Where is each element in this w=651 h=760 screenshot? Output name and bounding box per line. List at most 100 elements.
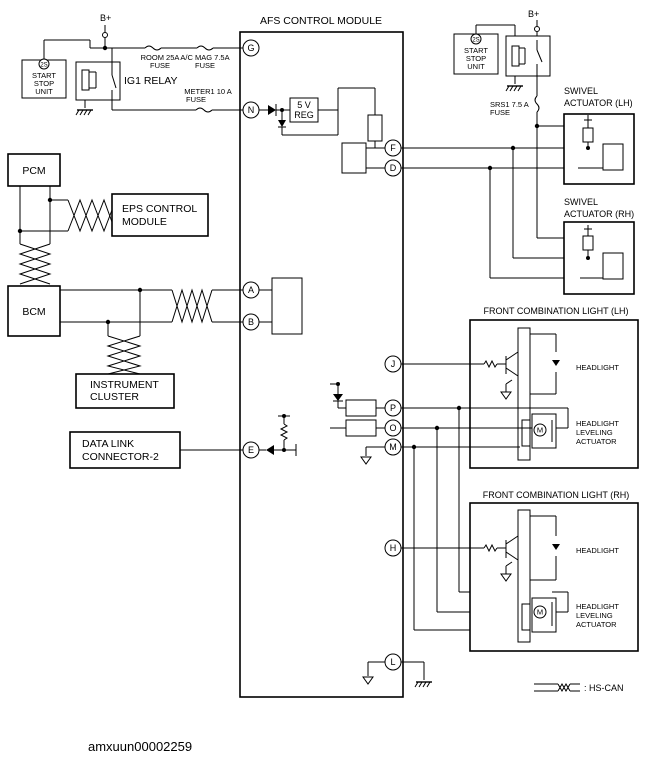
acmag-fuse-label-2: FUSE [195,61,215,70]
pin-h-label: H [390,543,397,553]
diode-icon [268,105,276,115]
ground-icon [75,109,94,116]
connector-2s-left-label: 2S [40,63,47,69]
fcl-lh-title: FRONT COMBINATION LIGHT (LH) [483,306,628,316]
relay-right-coil-icon [511,45,520,67]
relay-right-switch-icon [536,49,543,63]
pin-o-label: O [389,423,396,433]
pin-a: A [242,281,260,299]
legend-hs-can: : HS-CAN [534,682,624,693]
fcl-rh-headlight-icon [552,544,560,550]
pin-a-label: A [248,285,254,295]
bplus-left-label: B+ [100,13,111,23]
meter-fuse-label-2: FUSE [186,95,206,104]
fcl-rh-title: FRONT COMBINATION LIGHT (RH) [483,490,630,500]
legend-label: : HS-CAN [584,683,624,693]
srs-fuse-label-1: SRS1 7.5 A [490,100,529,109]
bcm-label: BCM [22,306,45,318]
meter-fuse-icon [195,107,213,113]
fcl-rh-motor-label: M [537,608,543,617]
start-stop-unit-left [21,59,67,99]
pin-p: P [384,399,402,417]
start-stop-left-line3: UNIT [35,87,53,96]
instrument-cluster: INSTRUMENT CLUSTER [75,373,175,409]
swivel-actuator-lh: SWIVEL ACTUATOR (LH) [563,86,635,185]
zener-icon [278,120,286,127]
pin-e-label: E [248,445,254,455]
fcl-rh-lev-2: LEVELING [576,611,613,620]
pin-e-diode-icon [266,445,274,455]
connector-2s-right-label: 2S [472,38,479,44]
swivel-rh-label-2: ACTUATOR (RH) [564,209,634,219]
figure-caption: amxuun00002259 [88,739,192,754]
bplus-right-label: B+ [528,9,539,19]
twist-cluster-b [106,335,142,375]
pin-l: L [384,653,402,671]
internal-diode-icon [333,394,343,401]
reg-5v-box [289,97,319,123]
twist-pcm-bcm-a [18,243,52,285]
pin-m-label: M [389,442,397,452]
acmag-fuse-label-1: A/C MAG 7.5A [180,53,229,62]
fcl-rh-lev-3: ACTUATOR [576,620,617,629]
fcl-lh-motor-icon [533,423,547,437]
can-bus [17,186,243,375]
fcl-rh-motor-icon [533,605,547,619]
twist-eps-b [67,198,113,233]
can-transceiver [259,277,303,335]
fcl-lh-headlight-icon [552,360,560,366]
pullup-resistor-icon [279,423,289,441]
pin-l-grounds [362,661,433,688]
relay-switch-icon [111,74,117,89]
reg-label-2: REG [294,110,314,120]
swivel-lh-label-1: SWIVEL [564,86,598,96]
eps-control-module: EPS CONTROL MODULE [111,193,209,237]
pin-o: O [384,419,402,437]
srs-fuse-icon [534,95,540,113]
leveling-internal [330,382,385,465]
pin-n: N [242,101,260,119]
ground-right-icon [505,85,524,92]
room-fuse-label-2: FUSE [150,61,170,70]
fcl-rh-headlight-label: HEADLIGHT [576,546,619,555]
start-stop-left-line1: START [32,71,56,80]
start-stop-right-line2: STOP [466,54,486,63]
front-combination-light-lh: FRONT COMBINATION LIGHT (LH) HEADLIGHT M… [401,306,639,469]
twist-ab-b [171,288,213,324]
pin-e: E [180,414,297,459]
ig1-relay-label: IG1 RELAY [124,75,178,87]
pin-n-label: N [248,105,255,115]
fcl-lh-lev-3: ACTUATOR [576,437,617,446]
meter-fuse-label-1: METER1 10 A [184,87,232,96]
swivel-rh-resistor-icon [582,235,594,251]
swivel-lh-resistor-icon [582,127,594,143]
connector-2s-left-icon [38,58,50,70]
eps-label-2: MODULE [122,216,167,228]
srs-fuse-label-2: FUSE [490,108,510,117]
power-supply-right: B+ 2S START STOP UNIT SRS1 7.5 A FUSE [453,9,588,239]
pin-d: D [384,159,402,177]
pin-p-label: P [390,403,396,413]
start-stop-left-line2: STOP [34,79,54,88]
pin-b-label: B [248,317,254,327]
pcm-label: PCM [22,165,45,177]
fcl-lh-lev-1: HEADLIGHT [576,419,619,428]
fcl-lh-motor-label: M [537,426,543,435]
eps-label-1: EPS CONTROL [122,203,197,215]
pin-f: F [384,139,402,157]
swivel-lh-motor-block [602,143,624,171]
start-stop-right-line1: START [464,46,488,55]
fcl-rh-lev-1: HEADLIGHT [576,602,619,611]
cluster-label-1: INSTRUMENT [90,379,159,391]
pin-j: J [384,355,402,373]
fcl-lh-headlight-label: HEADLIGHT [576,363,619,372]
acmag-fuse-icon [196,45,214,51]
dlc-label-2: CONNECTOR-2 [82,451,159,463]
pin-m: M [384,438,402,456]
pin-d-label: D [390,163,397,173]
room-fuse-icon [144,45,162,51]
swivel-rh-label-1: SWIVEL [564,197,598,207]
afs-control-module: AFS CONTROL MODULE [239,15,404,698]
